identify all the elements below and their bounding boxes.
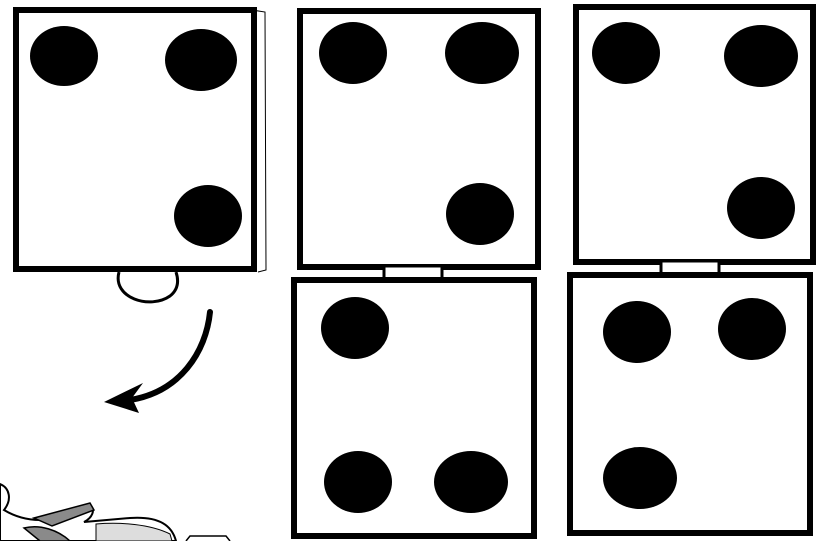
card-5-dot-bottom-left xyxy=(603,447,677,509)
card-3-dot-bottom-right xyxy=(727,177,795,239)
card-5-dot-top-left xyxy=(603,301,671,363)
card-2-dot-top-left xyxy=(319,22,387,84)
card-2-dot-bottom-right xyxy=(446,183,514,245)
card-4 xyxy=(294,280,534,536)
card-3-dot-top-left xyxy=(592,22,660,84)
card-1-dot-top-right xyxy=(165,29,237,91)
card-4-dot-bottom-left xyxy=(324,451,392,513)
card-1 xyxy=(16,10,266,272)
hinge-loop-icon xyxy=(118,272,177,302)
flip-arrow-icon xyxy=(104,312,210,413)
card-1-dot-bottom-right xyxy=(174,185,242,247)
card-4-dot-bottom-right xyxy=(434,451,508,513)
card-2-dot-top-right xyxy=(445,22,519,84)
card-4-dot-top-left xyxy=(321,297,389,359)
card-5 xyxy=(570,275,810,533)
card-3 xyxy=(576,7,813,262)
hand-icon xyxy=(0,484,230,541)
card-3-dot-top-right xyxy=(724,25,798,87)
card-5-dot-top-right xyxy=(718,298,786,360)
card-1-dot-top-left xyxy=(30,26,98,86)
card-2 xyxy=(300,11,538,267)
